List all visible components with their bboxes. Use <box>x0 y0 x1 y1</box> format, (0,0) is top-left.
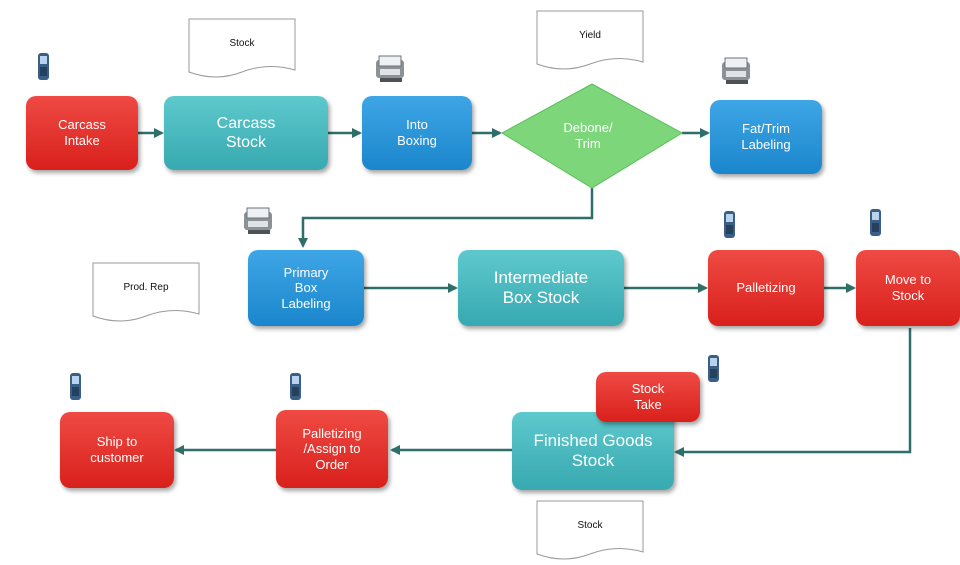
palletizing-assign-label: Palletizing /Assign to Order <box>302 425 362 472</box>
prod-rep-document: Prod. Rep <box>92 262 200 324</box>
palletizing-node: Palletizing <box>708 250 824 326</box>
carcass-stock-label: Carcass Stock <box>216 114 276 151</box>
debone-trim-decision <box>501 83 683 189</box>
handheld-scanner-icon <box>708 355 719 382</box>
primary-box-labeling-label: Primary Box Labeling <box>281 264 331 311</box>
intermediate-box-stock-node: Intermediate Box Stock <box>458 250 624 326</box>
document-shape <box>92 262 200 322</box>
document-shape <box>536 500 644 560</box>
debone-trim-label: Debone/ Trim <box>563 120 613 151</box>
fat-trim-labeling-node: Fat/Trim Labeling <box>710 100 822 174</box>
label-printer-icon <box>722 57 750 84</box>
fat-trim-labeling-label: Fat/Trim Labeling <box>741 121 791 152</box>
ship-to-customer-node: Ship to customer <box>60 412 174 488</box>
into-boxing-label: Into Boxing <box>397 117 437 148</box>
arrow-move-to-finished-goods <box>674 328 912 457</box>
label-printer-icon <box>376 55 404 82</box>
primary-box-labeling-node: Primary Box Labeling <box>248 250 364 326</box>
stock-document-bottom: Stock <box>536 500 644 562</box>
carcass-intake-node: Carcass Intake <box>26 96 138 170</box>
move-to-stock-node: Move to Stock <box>856 250 960 326</box>
stock-document-top-label: Stock <box>229 38 255 49</box>
finished-goods-stock-node: Finished Goods Stock <box>512 412 674 490</box>
label-printer-icon <box>244 207 272 234</box>
ship-to-customer-label: Ship to customer <box>90 434 144 465</box>
carcass-stock-node: Carcass Stock <box>164 96 328 170</box>
intermediate-box-stock-label: Intermediate Box Stock <box>493 267 589 307</box>
finished-goods-stock-label: Finished Goods Stock <box>533 430 653 470</box>
handheld-scanner-icon <box>724 211 735 238</box>
handheld-scanner-icon <box>70 373 81 400</box>
stock-take-node: Stock Take <box>596 372 700 422</box>
yield-document: Yield <box>536 10 644 72</box>
handheld-scanner-icon <box>870 209 881 236</box>
handheld-scanner-icon <box>290 373 301 400</box>
prod-rep-document-label: Prod. Rep <box>123 282 169 293</box>
move-to-stock-label: Move to Stock <box>884 272 932 303</box>
palletizing-assign-node: Palletizing /Assign to Order <box>276 410 388 488</box>
stock-document-bottom-label: Stock <box>577 520 603 531</box>
handheld-scanner-icon <box>38 53 49 80</box>
into-boxing-node: Into Boxing <box>362 96 472 170</box>
palletizing-label: Palletizing <box>736 280 796 296</box>
arrow-debone-to-primary-box <box>298 188 594 248</box>
document-shape <box>188 18 296 78</box>
stock-take-label: Stock Take <box>631 381 665 412</box>
carcass-intake-label: Carcass Intake <box>58 117 106 148</box>
document-shape <box>536 10 644 70</box>
stock-document-top: Stock <box>188 18 296 80</box>
yield-document-label: Yield <box>579 30 601 41</box>
